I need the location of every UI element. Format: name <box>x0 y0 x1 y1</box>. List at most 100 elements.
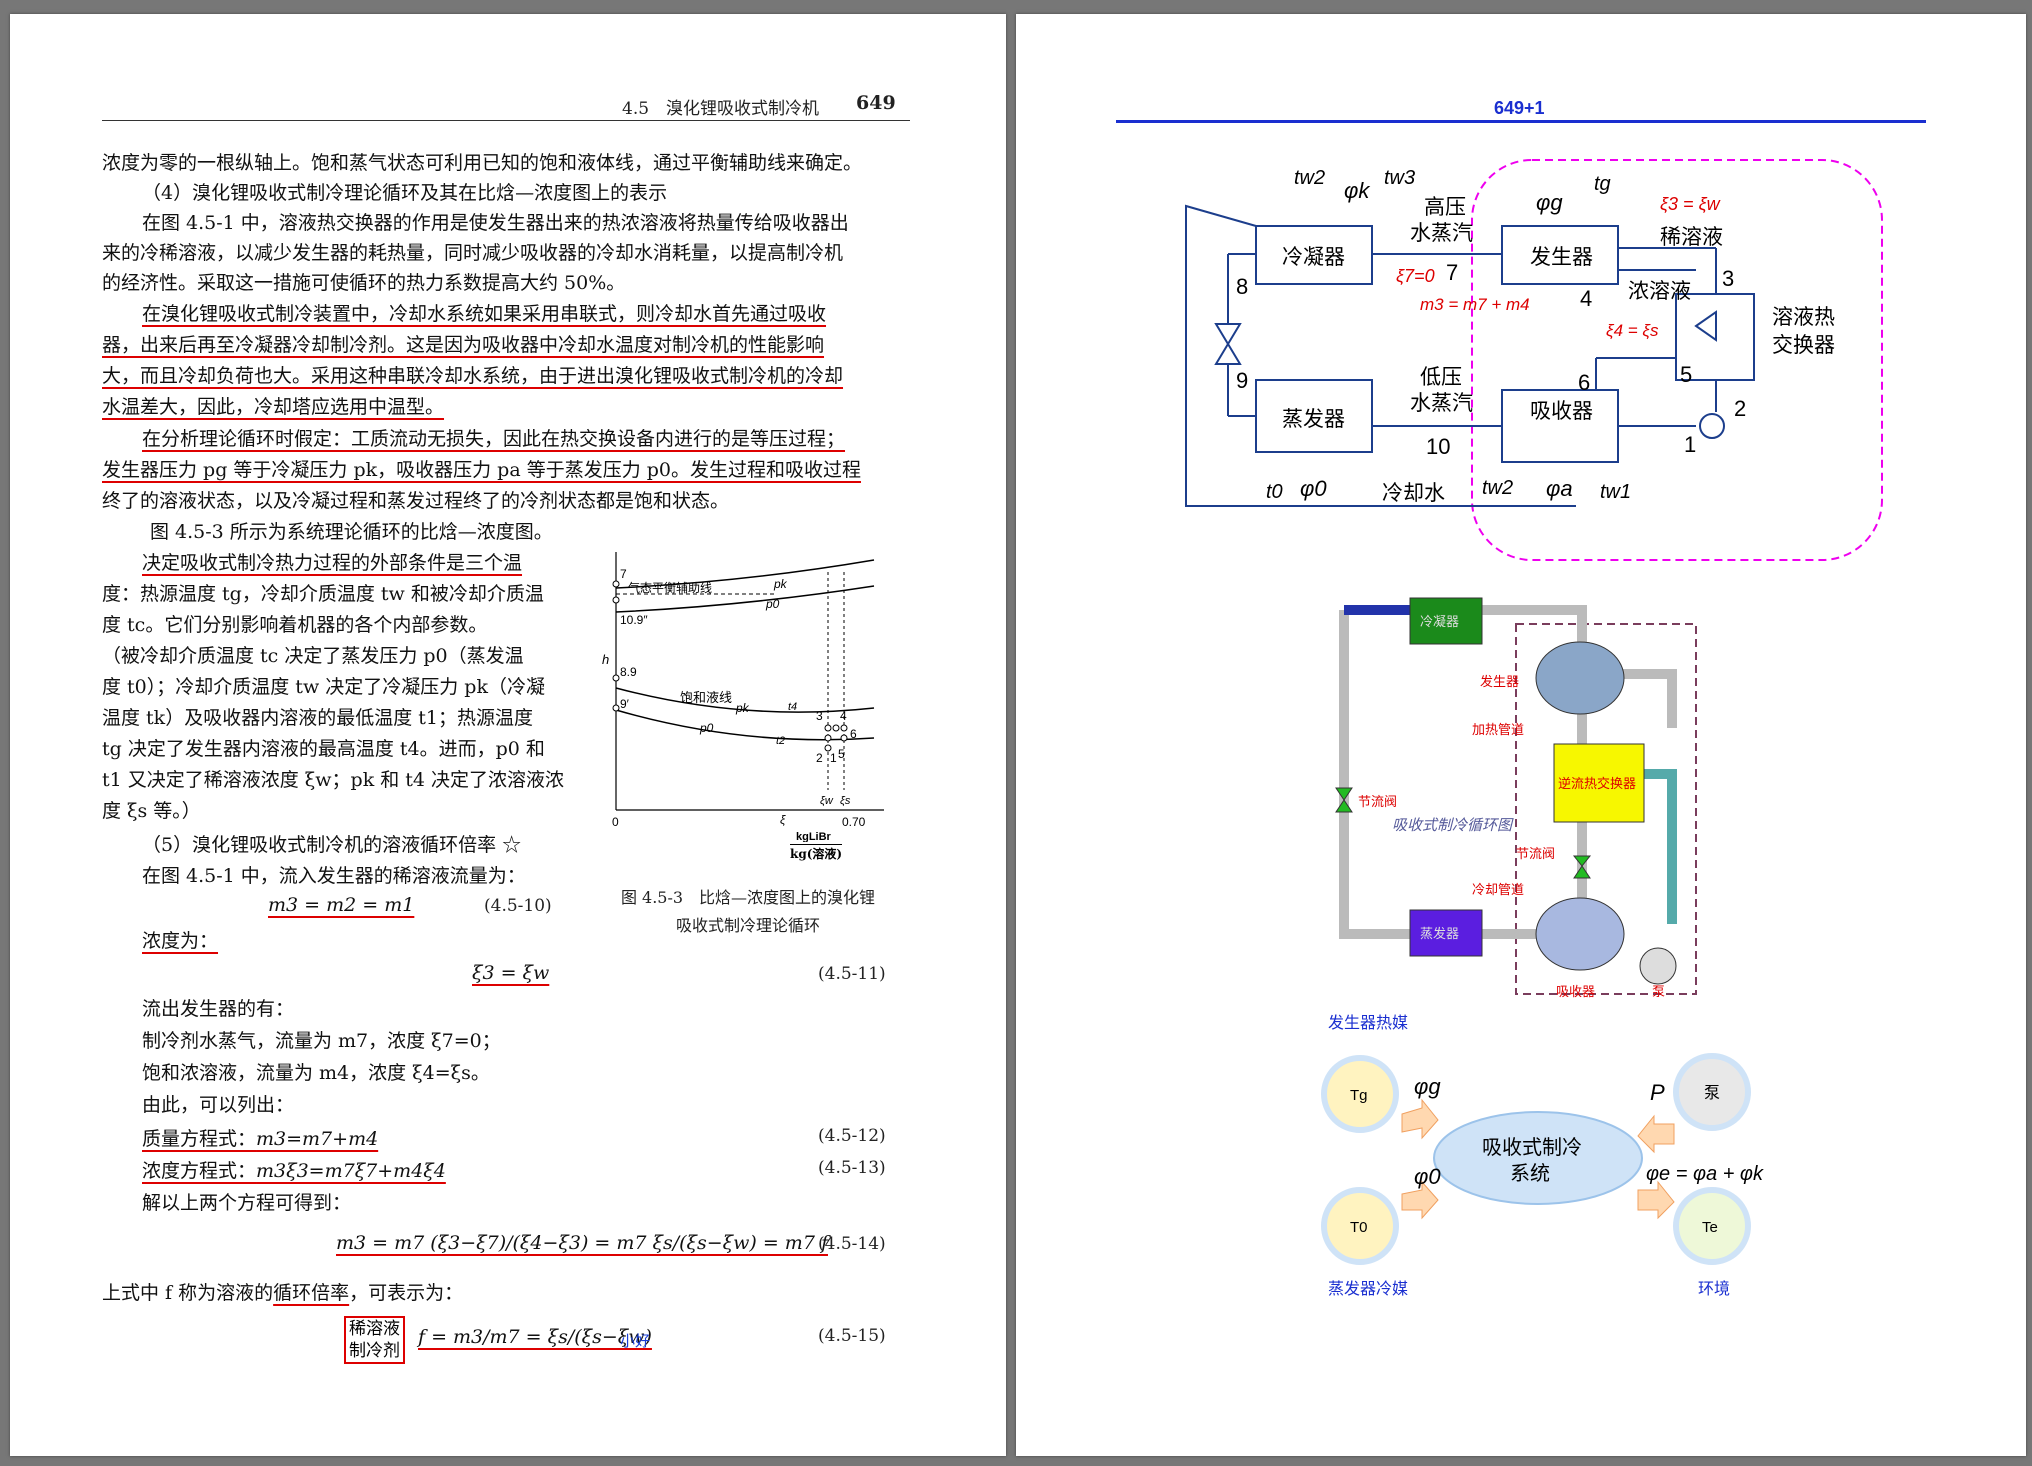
xi3-equation: ξ3 = ξw <box>1660 194 1721 214</box>
sat-line-label: 饱和液线 <box>680 690 732 705</box>
equation-number: (4.5-14) <box>818 1234 886 1254</box>
equation-number: (4.5-10) <box>484 896 552 916</box>
equation-label: 浓度方程式： <box>142 1160 257 1182</box>
text-line: 流出发生器的有： <box>142 998 295 1020</box>
power-arrow-label: P <box>1650 1080 1665 1105</box>
section-heading: （5）溴化锂吸收式制冷机的溶液循环倍率 ☆ <box>142 834 522 856</box>
text-line: 在图 4.5-1 中，溶液热交换器的作用是使发生器出来的热浓溶液将热量传给吸收器… <box>142 212 849 234</box>
figure-caption: 图 4.5-3 比焓—浓度图上的溴化锂 <box>620 888 876 907</box>
chart-point-9: 9′ <box>620 697 630 711</box>
center-label-1: 吸收式制冷 <box>1482 1136 1582 1159</box>
equation-number: (4.5-15) <box>818 1326 886 1346</box>
equation-number: (4.5-13) <box>818 1158 886 1178</box>
hx-label: 逆流热交换器 <box>1558 776 1636 791</box>
phig-label: φg <box>1536 190 1563 215</box>
pictorial-title: 吸收式制冷循环图 <box>1392 817 1514 834</box>
pk-label: pk <box>773 577 788 591</box>
phia-label: φa <box>1546 476 1573 501</box>
tw3-label: tw3 <box>1384 167 1415 189</box>
h-axis-label: h <box>602 652 609 667</box>
equation-number: (4.5-11) <box>818 964 886 984</box>
text-line: 度：热源温度 tg，冷却介质温度 tw 和被冷却介质温 <box>102 583 544 605</box>
annotation-box-line: 制冷剂 <box>349 1341 400 1361</box>
node-8: 8 <box>1236 274 1248 299</box>
annotation-box-line: 稀溶液 <box>349 1319 400 1339</box>
energy-balance-equation: φe = φa + φk <box>1646 1163 1764 1185</box>
chart-point-2: 2 <box>816 751 823 765</box>
lp-vapor-label-2: 水蒸汽 <box>1410 392 1473 415</box>
equation-4-5-12: 质量方程式：m3=m7+m4 <box>142 1124 378 1151</box>
env-label: 环境 <box>1698 1279 1730 1298</box>
equation-4-5-11: ξ3 = ξw <box>472 962 550 984</box>
equation-number: (4.5-12) <box>818 1126 886 1146</box>
equation-body: m3ξ3=m7ξ7+m4ξ4 <box>256 1160 446 1182</box>
text-line: 来的冷稀溶液，以减少发生器的耗热量，同时减少吸收器的冷却水消耗量，以提高制冷机 <box>102 242 844 264</box>
text-line: 图 4.5-3 所示为系统理论循环的比焓—浓度图。 <box>150 521 553 543</box>
text-line-underlined: 器，出来后再至冷凝器冷却制冷剂。这是因为吸收器中冷却水温度对制冷机的性能影响 <box>102 334 825 356</box>
text-line: tg 决定了发生器内溶液的最高温度 t4。进而，p0 和 <box>102 738 545 760</box>
text-line-underlined: 发生器压力 pg 等于冷凝压力 pk，吸收器压力 pa 等于蒸发压力 p0。发生… <box>102 459 861 481</box>
text-line: 的经济性。采取这一措施可使循环的热力系数提高大约 50%。 <box>102 272 626 294</box>
pk-label-2: pk <box>735 701 750 715</box>
text-line: 饱和浓溶液，流量为 m4，浓度 ξ4=ξs。 <box>142 1062 490 1084</box>
equation-4-5-10: m3 = m2 = m1 <box>268 894 415 916</box>
node-7: 7 <box>1446 260 1458 285</box>
gen-medium-label: 发生器热媒 <box>1328 1014 1408 1032</box>
text-line: 终了的溶液状态，以及冷凝过程和蒸发过程终了的冷剂状态都是饱和状态。 <box>102 490 730 512</box>
equation-4-5-14: m3 = m7 (ξ3−ξ7)/(ξ4−ξ3) = m7 ξs/(ξs−ξw) … <box>336 1232 828 1254</box>
axis-tick-0: 0 <box>612 815 619 829</box>
equation-4-5-15: f = m3/m7 = ξs/(ξs−ξw) <box>418 1326 652 1348</box>
chart-point-8-9: 8.9 <box>620 665 637 679</box>
chart-point-6: 6 <box>850 727 857 741</box>
evap-medium-label: 蒸发器冷媒 <box>1328 1280 1408 1298</box>
heating-pipe-label: 加热管道 <box>1472 722 1524 737</box>
page-section-header: 4.5 溴化锂吸收式制冷机 <box>622 99 820 119</box>
left-page: 4.5 溴化锂吸收式制冷机 649 浓度为零的一根纵轴上。饱和蒸气状态可利用已知… <box>10 14 1006 1456</box>
t0-label: t0 <box>1266 481 1283 503</box>
header-rule <box>102 120 910 121</box>
text-line: 制冷剂水蒸气，流量为 m7，浓度 ξ7=0； <box>142 1030 501 1052</box>
evaporator-label: 蒸发器 <box>1420 926 1459 941</box>
tg-circle-label: Tg <box>1350 1087 1368 1104</box>
aux-line-label: 气态平衡辅助线 <box>628 580 712 595</box>
text-line: 度 t0）；冷却介质温度 tw 决定了冷凝压力 pk（冷凝 <box>102 676 545 698</box>
text-line-underlined: 大，而且冷却负荷也大。采用这种串联冷却水系统，由于进出溴化锂吸收式制冷机的冷却 <box>102 365 844 387</box>
center-label-2: 系统 <box>1510 1162 1550 1185</box>
text-line: 度 tc。它们分别影响着机器的各个内部参数。 <box>102 614 488 636</box>
te-circle-label: Te <box>1702 1219 1718 1236</box>
t4-label: t4 <box>788 701 797 713</box>
t2-label: t2 <box>776 735 785 747</box>
absorber-label: 吸收器 <box>1556 984 1595 999</box>
throttle-valve-label-2: 节流阀 <box>1516 846 1555 861</box>
cooling-pipe-label: 冷却管道 <box>1472 882 1524 897</box>
tg-label: tg <box>1594 173 1611 195</box>
text-fragment: 上式中 f 称为溶液的 <box>102 1282 274 1304</box>
section-heading: （4）溴化锂吸收式制冷理论循环及其在比焓—浓度图上的表示 <box>142 182 668 204</box>
equation-body: m3=m7+m4 <box>256 1128 379 1150</box>
right-page: 649+1 tw2 φk tw3 高压 水蒸汽 φg tg ξ3 = ξw <box>1016 14 2026 1456</box>
absorber-label: 吸收器 <box>1530 400 1593 423</box>
text-line: 温度 tk）及吸收器内溶液的最低温度 t1；热源温度 <box>102 707 533 729</box>
node-1: 1 <box>1684 432 1696 457</box>
hx-label-2: 交换器 <box>1772 334 1835 357</box>
chart-point-10-9: 10.9″ <box>620 613 648 627</box>
text-line: （被冷却介质温度 tc 决定了蒸发压力 p0（蒸发温 <box>102 645 524 667</box>
p0-label-2: p0 <box>699 721 714 735</box>
hp-vapor-label: 高压 <box>1424 196 1466 219</box>
chart-point-7: 7 <box>620 567 627 581</box>
text-fragment: ，可表示为： <box>349 1282 464 1304</box>
equation-label: 质量方程式： <box>142 1128 257 1150</box>
text-line: 浓度为零的一根纵轴上。饱和蒸气状态可利用已知的饱和液体线，通过平衡辅助线来确定。 <box>102 152 863 174</box>
text-line-underlined: 决定吸收式制冷热力过程的外部条件是三个温 <box>142 552 523 574</box>
node-5: 5 <box>1680 362 1692 387</box>
text-line: 解以上两个方程可得到： <box>142 1192 352 1214</box>
condenser-label: 冷凝器 <box>1282 246 1345 269</box>
phig-arrow-label: φg <box>1414 1074 1441 1099</box>
text-line-underlined: 浓度为： <box>142 930 219 952</box>
tw1-label: tw1 <box>1600 481 1631 503</box>
phi0-arrow-label: φ0 <box>1414 1164 1441 1189</box>
text-line: t1 又决定了稀溶液浓度 ξw；pk 和 t4 决定了浓溶液浓 <box>102 769 565 791</box>
node-3: 3 <box>1722 266 1734 291</box>
chart-point-4: 4 <box>840 709 847 723</box>
text-line-underlined: 水温差大，因此，冷却塔应选用中温型。 <box>102 396 445 418</box>
